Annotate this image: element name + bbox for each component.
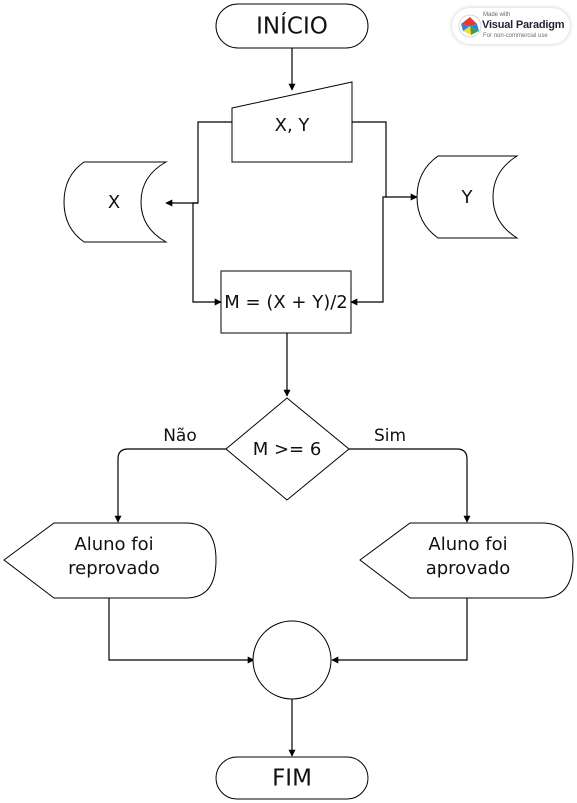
display-x-shape: X: [63, 161, 168, 243]
watermark-made-with: Made with: [483, 12, 511, 18]
input-to-display-x-connector: [165, 121, 232, 207]
display-y-label: Y: [461, 187, 474, 208]
failed-result-display: Aluno foi reprovado: [3, 522, 217, 599]
visual-paradigm-watermark: Made with Visual Paradigm For non-commer…: [452, 8, 570, 44]
watermark-brand: Visual Paradigm: [482, 19, 565, 31]
yes-branch-label: Sim: [374, 426, 406, 446]
visual-paradigm-icon: [458, 14, 482, 38]
watermark-note: For non-commercial use: [483, 33, 548, 39]
display-y-to-calculation-connector: [350, 196, 386, 306]
failed-result-to-connector-point: [108, 598, 255, 664]
input-shape: X, Y: [231, 81, 353, 163]
decision-label: M >= 6: [253, 439, 322, 460]
decision-shape: M >= 6: [225, 397, 350, 501]
passed-result-line-2: aprovado: [426, 558, 511, 579]
display-x-to-calculation-connector: [192, 202, 222, 306]
end-terminator: FIM: [215, 756, 369, 800]
calculation-label: M = (X + Y)/2: [224, 292, 347, 313]
input-values-label: X, Y: [275, 115, 311, 136]
failed-result-line-2: reprovado: [68, 558, 160, 579]
input-to-display-y-connector: [352, 121, 418, 201]
display-x-label: X: [108, 192, 120, 213]
failed-result-line-1: Aluno foi: [74, 534, 153, 555]
passed-result-line-1: Aluno foi: [428, 534, 507, 555]
connector-point: [252, 620, 332, 700]
decision-yes-connector: [349, 448, 471, 523]
decision-no-connector: [114, 448, 226, 523]
passed-result-to-connector-point: [331, 598, 468, 664]
start-terminator: INÍCIO: [215, 3, 369, 49]
display-y-shape: Y: [416, 155, 519, 239]
end-label: FIM: [272, 766, 312, 792]
passed-result-display: Aluno foi aprovado: [359, 522, 574, 599]
no-branch-label: Não: [163, 426, 197, 446]
start-label: INÍCIO: [256, 12, 328, 40]
calculation-process: M = (X + Y)/2: [220, 270, 352, 334]
